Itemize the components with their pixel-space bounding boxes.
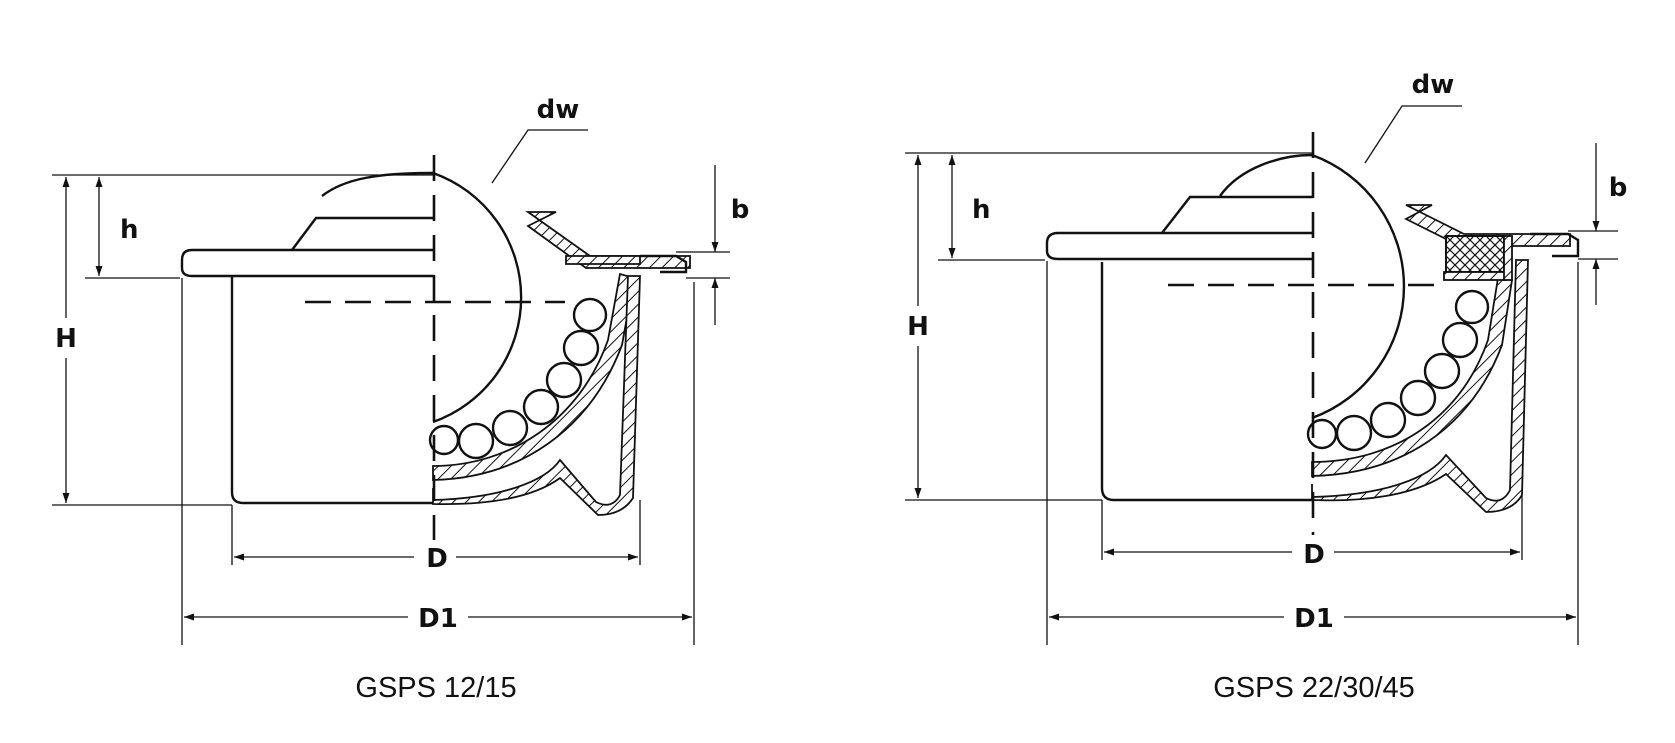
seal-frame xyxy=(1443,271,1507,281)
cap-top xyxy=(291,216,434,251)
label-h: h xyxy=(972,195,991,225)
inner-race xyxy=(1311,276,1514,477)
label-D1: D1 xyxy=(1294,604,1334,634)
flange-right xyxy=(640,254,688,274)
housing-body xyxy=(1100,262,1312,502)
housing-body xyxy=(230,277,433,505)
label-D: D xyxy=(426,544,448,574)
ball-bearings xyxy=(428,297,608,460)
cap-top xyxy=(1161,195,1313,234)
drawing-gsps-12-15: H h dw b D D1 GSPS 12/15 xyxy=(46,95,749,704)
flange-left xyxy=(1045,231,1313,261)
top-plate xyxy=(525,211,691,269)
ball-bearings xyxy=(1306,289,1490,452)
label-D: D xyxy=(1303,540,1325,570)
caption-gsps-12-15: GSPS 12/15 xyxy=(355,672,516,704)
seal-side xyxy=(1503,235,1513,281)
label-dw: dw xyxy=(1412,70,1455,100)
ball-outline xyxy=(321,171,523,424)
flange-left xyxy=(180,248,434,278)
seal-felt xyxy=(1445,235,1505,273)
label-D1: D1 xyxy=(418,604,458,634)
label-H: H xyxy=(907,312,929,342)
drawing-gsps-22-30-45: H h dw b D D1 GSPS 22/30/45 xyxy=(898,70,1627,704)
label-b: b xyxy=(1609,173,1628,203)
label-dw: dw xyxy=(537,95,580,125)
label-b: b xyxy=(731,195,750,225)
label-H: H xyxy=(55,324,77,354)
ball-outline xyxy=(1219,153,1406,420)
outer-wall xyxy=(432,275,641,516)
caption-gsps-22-30-45: GSPS 22/30/45 xyxy=(1213,672,1415,704)
ring-lip xyxy=(565,255,641,265)
outer-wall xyxy=(1311,259,1529,513)
label-h: h xyxy=(120,215,139,245)
flange-right xyxy=(1530,232,1580,258)
